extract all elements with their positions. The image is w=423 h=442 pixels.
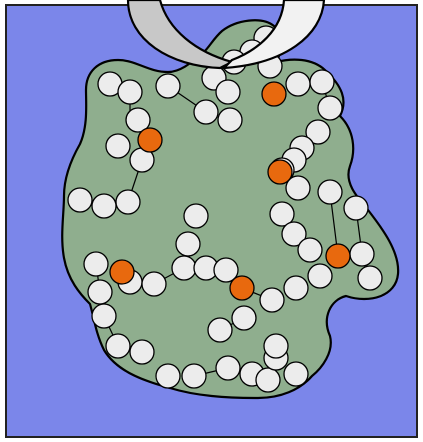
white-particle bbox=[358, 266, 382, 290]
white-particle bbox=[284, 276, 308, 300]
white-particle bbox=[142, 272, 166, 296]
white-particle bbox=[256, 368, 280, 392]
white-particle bbox=[130, 340, 154, 364]
white-particle bbox=[264, 334, 288, 358]
white-particle bbox=[92, 304, 116, 328]
white-particle bbox=[92, 194, 116, 218]
white-particle bbox=[216, 356, 240, 380]
white-particle bbox=[184, 204, 208, 228]
orange-particle bbox=[138, 128, 162, 152]
white-particle bbox=[318, 180, 342, 204]
orange-particle bbox=[268, 160, 292, 184]
white-particle bbox=[84, 252, 108, 276]
white-particle bbox=[216, 80, 240, 104]
orange-particle bbox=[326, 244, 350, 268]
white-particle bbox=[68, 188, 92, 212]
white-particle bbox=[156, 74, 180, 98]
white-particle bbox=[106, 134, 130, 158]
white-particle bbox=[118, 80, 142, 104]
white-particle bbox=[182, 364, 206, 388]
white-particle bbox=[218, 108, 242, 132]
white-particle bbox=[232, 306, 256, 330]
white-particle bbox=[286, 72, 310, 96]
white-particle bbox=[156, 364, 180, 388]
orange-particle bbox=[230, 276, 254, 300]
white-particle bbox=[172, 256, 196, 280]
white-particle bbox=[310, 70, 334, 94]
white-particle bbox=[106, 334, 130, 358]
white-particle bbox=[260, 288, 284, 312]
white-particle bbox=[208, 318, 232, 342]
white-particle bbox=[298, 238, 322, 262]
white-particle bbox=[88, 280, 112, 304]
white-particle bbox=[318, 96, 342, 120]
white-particle bbox=[194, 100, 218, 124]
white-particle bbox=[176, 232, 200, 256]
white-particle bbox=[308, 264, 332, 288]
white-particle bbox=[284, 362, 308, 386]
white-particle bbox=[116, 190, 140, 214]
white-particle bbox=[350, 242, 374, 266]
orange-particle bbox=[262, 82, 286, 106]
white-particle bbox=[344, 196, 368, 220]
orange-particle bbox=[110, 260, 134, 284]
